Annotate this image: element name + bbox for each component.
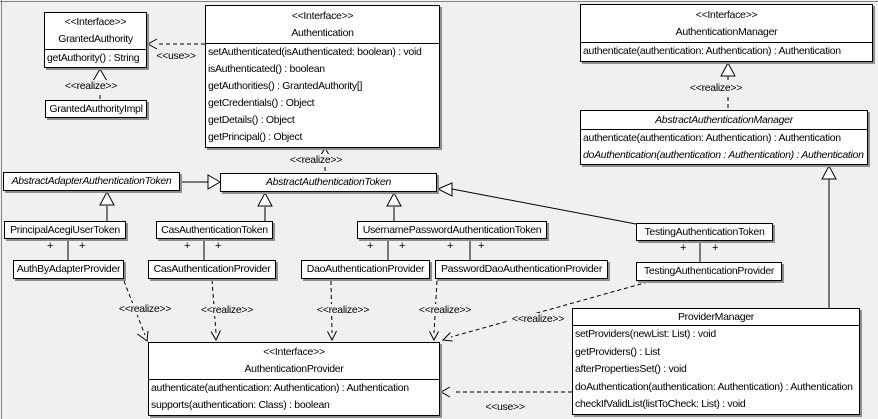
class-name: PasswordDaoAuthenticationProvider <box>440 263 603 275</box>
edge-label-realize: <<realize>> <box>509 313 567 325</box>
inherit-triangle-icon <box>821 164 837 180</box>
edge-label-realize: <<realize>> <box>687 82 745 94</box>
edge-label-realize: <<realize>> <box>314 304 372 316</box>
class-title: <<Interface>> AuthenticationProvider <box>149 343 439 380</box>
method: setProviders(newList: List) : void <box>575 328 716 340</box>
assoc-end-plus: + <box>398 240 406 252</box>
edge-label-realize: <<realize>> <box>198 304 256 316</box>
method: setAuthenticated(isAuthenticated: boolea… <box>208 46 422 58</box>
method: doAuthentication(authentication: Authent… <box>575 380 853 393</box>
class-authentication-provider: <<Interface>> AuthenticationProvider aut… <box>148 342 440 416</box>
open-arrow-icon <box>327 330 337 342</box>
edge-label-realize: <<realize>> <box>416 304 474 316</box>
class-name: TestingAuthenticationProvider <box>643 265 775 277</box>
inherit-triangle-icon <box>257 191 273 207</box>
class-name: PrincipalAcegiUserToken <box>10 224 120 236</box>
method: afterPropertiesSet() : void <box>575 363 687 376</box>
class-title: <<Interface>> AuthenticationManager <box>581 5 872 43</box>
open-arrow-icon <box>146 38 158 50</box>
class-name: AuthByAdapterProvider <box>16 263 121 275</box>
assoc-end-plus: + <box>183 240 191 252</box>
class-abstract-authentication-token: AbstractAuthenticationToken <box>220 173 437 192</box>
open-arrow-icon <box>210 330 221 342</box>
class-name: Authentication <box>291 26 354 39</box>
assoc-end-plus: + <box>446 240 454 252</box>
method: checkIfValidList(listToCheck: List) : vo… <box>575 398 746 411</box>
method: authenticate(authentication: Authenticat… <box>151 382 409 394</box>
class-title: <<Interface>> GrantedAuthority <box>45 13 146 50</box>
edge-label-realize: <<realize>> <box>62 80 120 92</box>
class-name: AbstractAuthenticationManager <box>655 113 793 126</box>
class-name: TestingAuthenticationToken <box>644 226 765 238</box>
class-name: AbstractAdapterAuthenticationToken <box>11 175 172 187</box>
open-arrow-icon <box>441 332 453 342</box>
class-granted-authority: <<Interface>> GrantedAuthority getAuthor… <box>44 12 147 68</box>
class-cas-authentication-provider: CasAuthenticationProvider <box>148 260 276 279</box>
class-provider-manager: ProviderManager setProviders(newList: Li… <box>572 308 860 415</box>
realize-triangle-icon <box>720 61 736 77</box>
class-name: AuthenticationManager <box>675 25 778 38</box>
class-name: GrantedAuthorityImpl <box>49 103 143 115</box>
class-name: DaoAuthenticationProvider <box>306 263 425 275</box>
method: getAuthority() : String <box>47 52 140 64</box>
stereotype: <<Interface>> <box>64 16 127 28</box>
class-testing-authentication-provider: TestingAuthenticationProvider <box>636 262 782 281</box>
class-testing-authentication-token: TestingAuthenticationToken <box>636 223 773 241</box>
method: authenticate(authentication: Authenticat… <box>583 132 841 144</box>
inherit-edge-testingauthenticationtoken <box>451 188 637 225</box>
method: getProviders() : List <box>575 345 660 358</box>
inherit-triangle-icon <box>99 190 115 206</box>
class-name: UsernamePasswordAuthenticationToken <box>362 224 542 236</box>
method: getAuthorities() : GrantedAuthority[] <box>208 80 363 92</box>
stereotype: <<Interface>> <box>263 346 325 358</box>
class-name: AuthenticationProvider <box>244 363 344 375</box>
assoc-end-plus: + <box>78 240 86 252</box>
class-username-password-authentication-token: UsernamePasswordAuthenticationToken <box>357 221 547 239</box>
edge-label-realize: <<realize>> <box>116 303 174 315</box>
stereotype: <<Interface>> <box>291 9 354 22</box>
class-title: AbstractAuthenticationManager <box>581 111 867 130</box>
class-name: AbstractAuthenticationToken <box>265 176 392 188</box>
class-password-dao-authentication-provider: PasswordDaoAuthenticationProvider <box>435 260 608 279</box>
method: authenticate(authentication: Authenticat… <box>583 45 841 57</box>
inherit-triangle-icon <box>436 182 453 197</box>
stereotype: <<Interface>> <box>695 8 758 21</box>
class-name: CasAuthenticationProvider <box>153 263 271 275</box>
class-dao-authentication-provider: DaoAuthenticationProvider <box>301 260 430 279</box>
edge-label-use: <<use>> <box>153 50 199 62</box>
class-authentication: <<Interface>> Authentication setAuthenti… <box>205 5 440 148</box>
class-title: <<Interface>> Authentication <box>206 6 439 44</box>
class-cas-authentication-token: CasAuthenticationToken <box>156 221 273 239</box>
class-name: GrantedAuthority <box>58 33 133 45</box>
method: getPrincipal() : Object <box>208 131 303 143</box>
class-abstract-authentication-manager: AbstractAuthenticationManager authentica… <box>580 110 868 165</box>
method: doAuthentication(authentication : Authen… <box>583 148 864 161</box>
class-granted-authority-impl: GrantedAuthorityImpl <box>45 100 147 118</box>
class-authentication-manager: <<Interface>> AuthenticationManager auth… <box>580 4 873 62</box>
class-name: ProviderManager <box>677 310 755 323</box>
assoc-end-plus: + <box>46 240 54 252</box>
method: supports(authentication: Class) : boolea… <box>151 399 330 411</box>
class-title: ProviderManager <box>573 309 859 326</box>
inherit-triangle-icon <box>207 174 221 190</box>
method: getCredentials() : Object <box>208 97 315 109</box>
edge-label-realize: <<realize>> <box>287 154 345 166</box>
method: isAuthenticated() : boolean <box>208 63 325 75</box>
open-arrow-icon <box>137 330 149 342</box>
open-arrow-icon <box>429 331 439 342</box>
class-auth-by-adapter-provider: AuthByAdapterProvider <box>13 260 124 279</box>
class-name: CasAuthenticationToken <box>161 224 268 236</box>
open-arrow-icon <box>439 386 451 398</box>
assoc-end-plus: + <box>477 240 485 252</box>
class-abstract-adapter-authentication-token: AbstractAdapterAuthenticationToken <box>3 172 180 191</box>
method: getDetails() : Object <box>208 114 295 126</box>
assoc-end-plus: + <box>711 242 719 254</box>
inherit-triangle-icon <box>386 191 402 207</box>
edge-label-use: <<use>> <box>482 401 528 413</box>
assoc-end-plus: + <box>679 242 687 254</box>
class-principal-acegi-user-token: PrincipalAcegiUserToken <box>4 221 126 239</box>
assoc-end-plus: + <box>366 240 374 252</box>
assoc-end-plus: + <box>214 240 222 252</box>
